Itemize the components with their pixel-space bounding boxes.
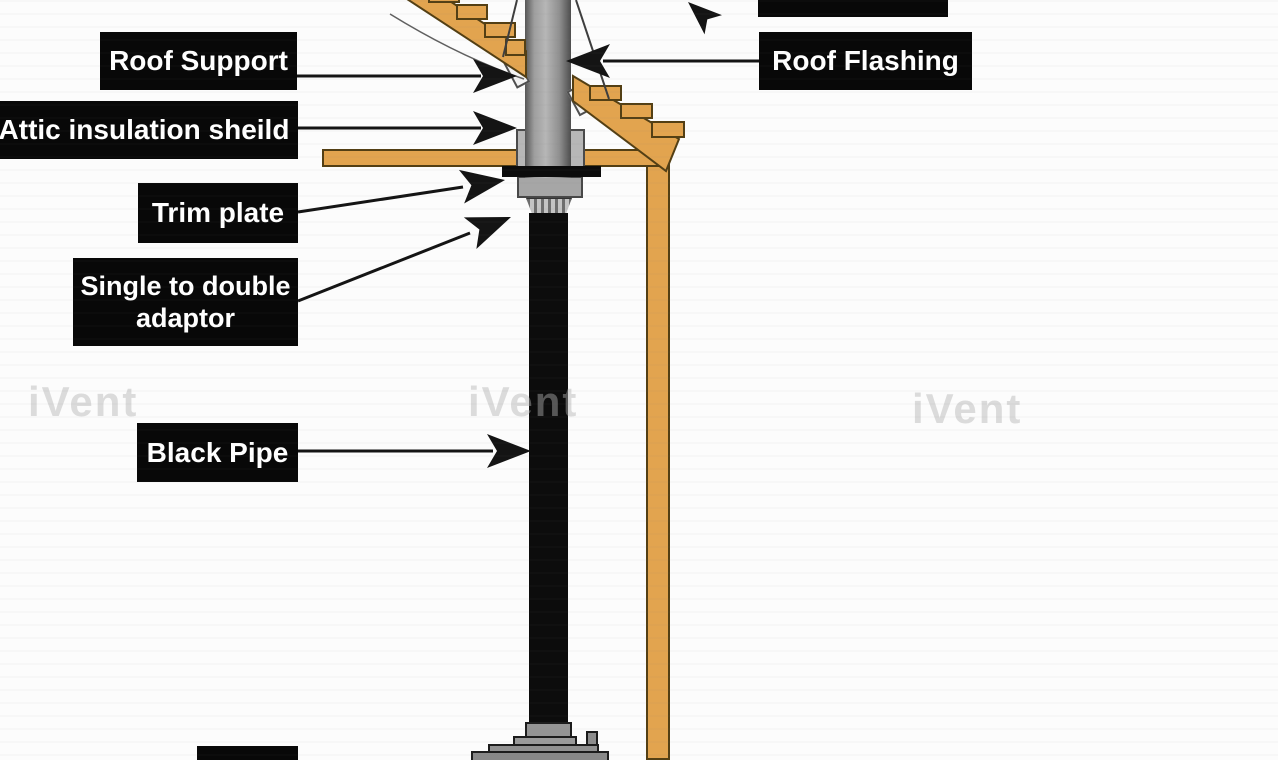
shingle-steps-right — [589, 85, 685, 138]
label-trim-plate-text: Trim plate — [151, 197, 285, 229]
flashing-line-left — [502, 0, 518, 58]
label-roof-support: Roof Support — [100, 32, 297, 90]
label-black-pipe-text: Black Pipe — [146, 436, 289, 468]
arrowhead-trim-plate — [458, 169, 505, 204]
trim-plate-part — [502, 166, 601, 177]
shingle-steps-left — [428, 0, 526, 56]
arrow-line-trim-plate — [297, 185, 464, 214]
label-single-to-double-adaptor-text: Single to double adaptor — [80, 270, 291, 333]
arrowhead-roof-flashing — [566, 44, 610, 78]
rafter-left — [406, 0, 527, 79]
label-attic-insulation-shield-text: Attic insulation sheild — [0, 114, 290, 146]
black-stove-pipe — [529, 213, 568, 724]
label-box-cutoff-top-right — [758, 0, 948, 17]
arrowhead-cutoff-top — [688, 2, 722, 35]
label-attic-insulation-shield: Attic insulation sheild — [0, 101, 298, 159]
label-trim-plate: Trim plate — [138, 183, 298, 243]
label-roof-support-text: Roof Support — [109, 45, 288, 77]
arrowheads — [458, 2, 722, 468]
arrowhead-adaptor — [463, 217, 511, 250]
flashing-line-right — [575, 0, 610, 100]
wall-stud — [646, 128, 670, 760]
label-roof-flashing: Roof Flashing — [759, 32, 972, 90]
chimney-pipe-upper — [525, 0, 571, 178]
arrowhead-attic-shield — [473, 111, 517, 145]
label-roof-flashing-text: Roof Flashing — [772, 45, 959, 77]
arrowhead-black-pipe — [487, 434, 531, 468]
stove-top-step4 — [471, 751, 609, 760]
arrow-line-adaptor — [297, 231, 471, 303]
arrow-lines — [297, 59, 759, 453]
label-box-cutoff-bottom-left — [197, 746, 298, 760]
label-single-to-double-adaptor: Single to double adaptor — [73, 258, 298, 346]
arrowhead-roof-support — [473, 59, 517, 93]
label-black-pipe: Black Pipe — [137, 423, 298, 482]
